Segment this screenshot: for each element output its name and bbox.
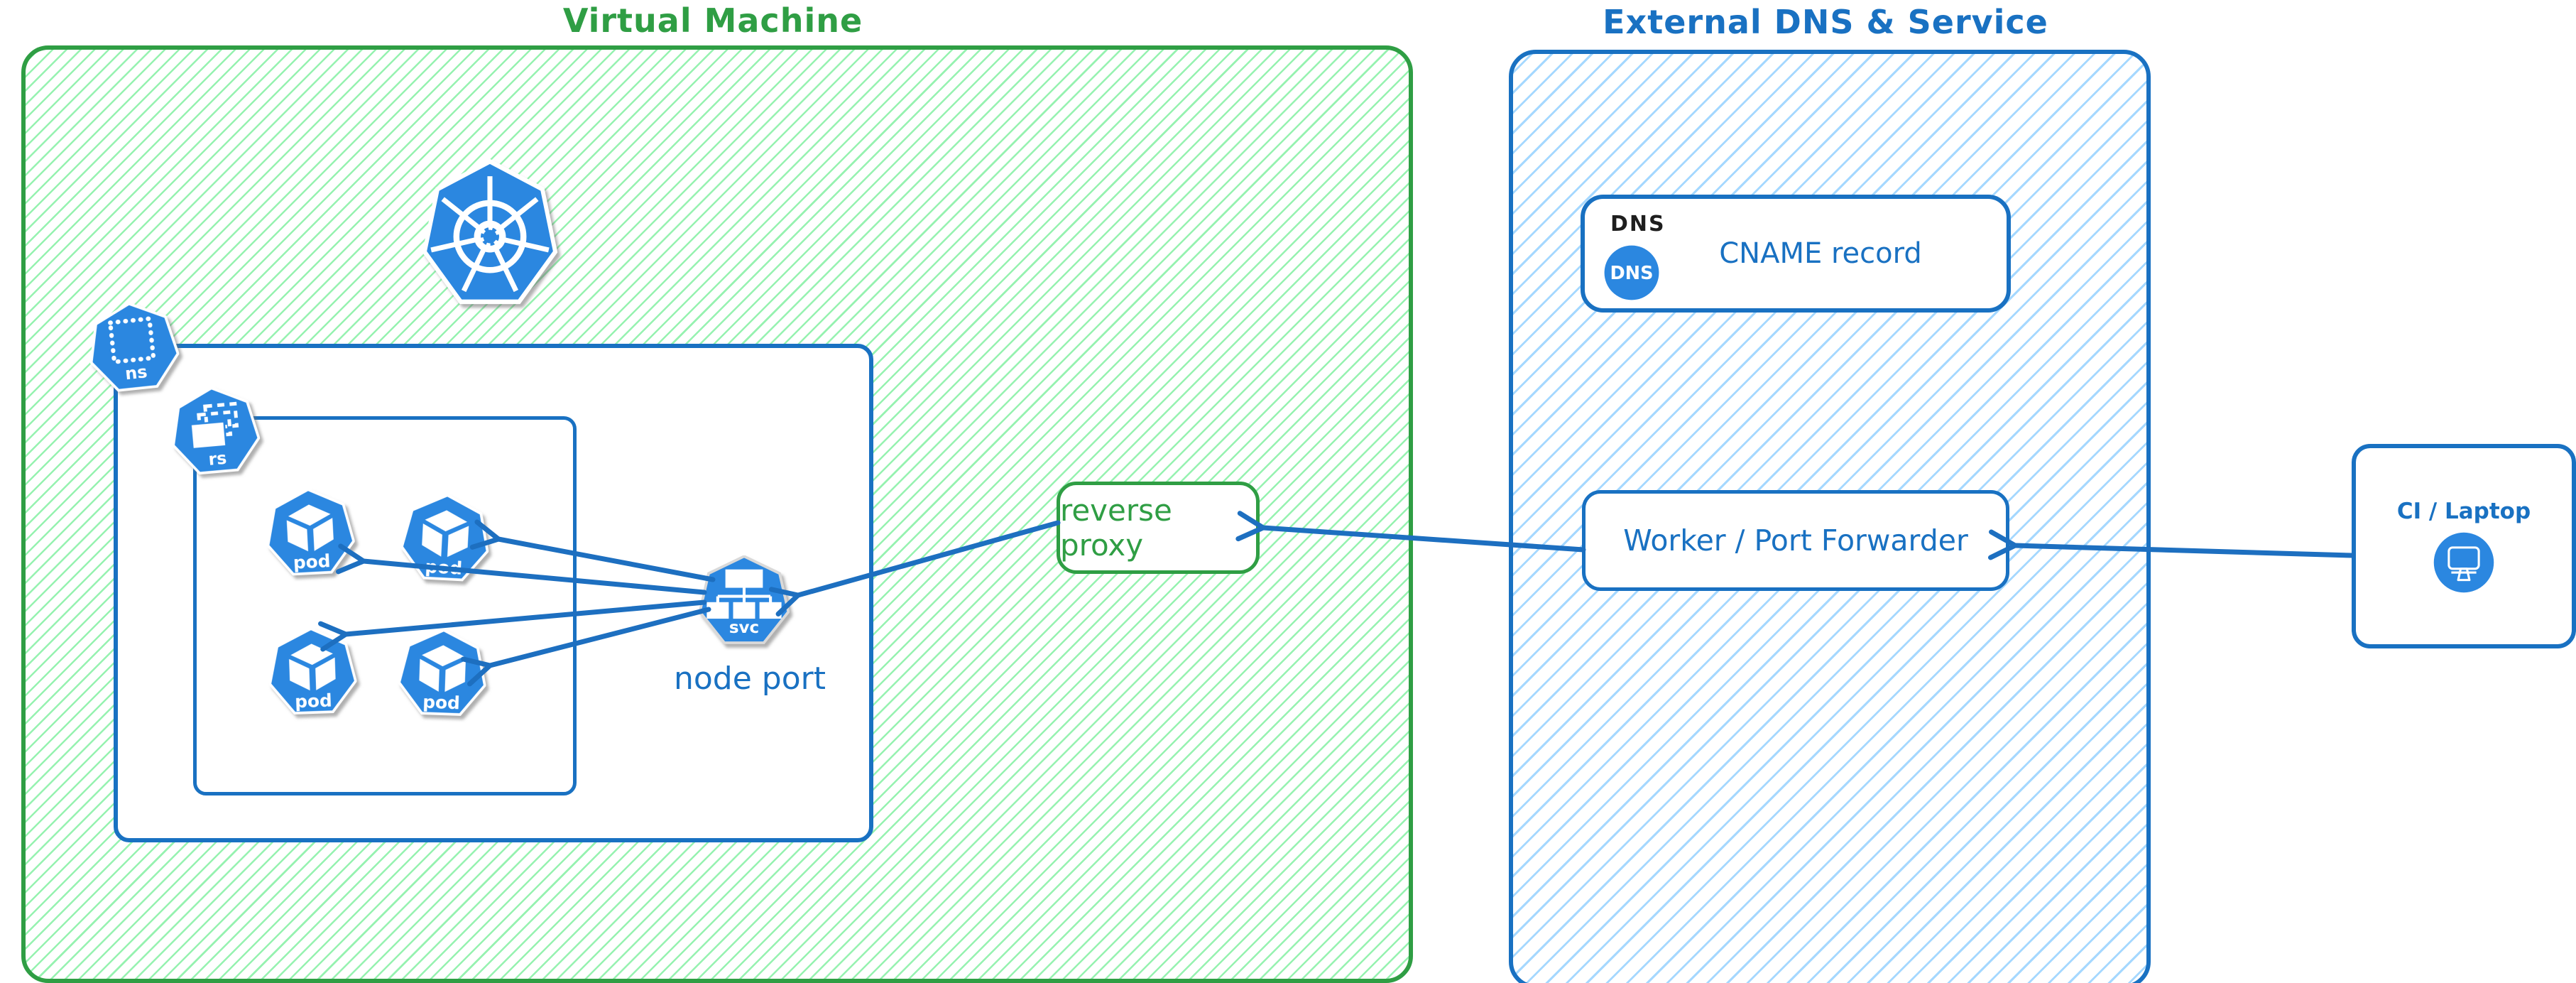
cname-record-label: CNAME record (1719, 237, 1922, 270)
replicaset-icon-label: rs (207, 448, 227, 469)
pod-icon: pod (398, 629, 486, 716)
dns-record-box: DNS DNS CNAME record (1581, 195, 2011, 313)
reverse-proxy-box: reverse proxy (1057, 482, 1260, 574)
reverse-proxy-label: reverse proxy (1060, 493, 1172, 563)
arrow-svc-to-pod-top-left (335, 543, 707, 595)
namespace-icon: ns (89, 302, 180, 392)
pod-icon-label: pod (295, 690, 333, 712)
kubernetes-logo-icon (422, 158, 558, 305)
worker-box: Worker / Port Forwarder (1582, 490, 2009, 591)
ci-laptop-box: CI / Laptop (2352, 444, 2576, 648)
pod-icon: pod (266, 488, 356, 576)
service-icon: svc (699, 555, 790, 644)
namespace-icon-label: ns (124, 362, 148, 384)
dns-icon-label: DNS (1610, 263, 1653, 284)
dns-icon: DNS (1604, 245, 1659, 300)
arrow-svc-to-pod-bottom-right (461, 607, 711, 687)
replicaset-icon: rs (172, 386, 261, 475)
arrow-ci-to-worker (1987, 529, 2354, 560)
arrow-reverse-proxy-to-node-port (768, 520, 1061, 617)
arrow-worker-to-reverse-proxy (1235, 511, 1586, 553)
arrow-svc-to-pod-top-right (469, 519, 716, 582)
replicaset-box (193, 416, 577, 795)
monitor-icon (2433, 532, 2494, 593)
pod-icon-label: pod (293, 550, 331, 573)
dns-tag-label: DNS (1610, 212, 1666, 237)
service-icon-label: svc (729, 619, 759, 637)
external-group-title: External DNS & Service (1603, 3, 2048, 41)
worker-label: Worker / Port Forwarder (1623, 523, 1968, 558)
node-port-label: node port (674, 661, 826, 697)
vm-group-title: Virtual Machine (562, 1, 863, 40)
pod-icon-label: pod (422, 692, 461, 714)
ci-laptop-label: CI / Laptop (2396, 499, 2531, 524)
arrow-svc-to-pod-bottom-left (318, 599, 707, 652)
pod-icon: pod (400, 494, 489, 582)
